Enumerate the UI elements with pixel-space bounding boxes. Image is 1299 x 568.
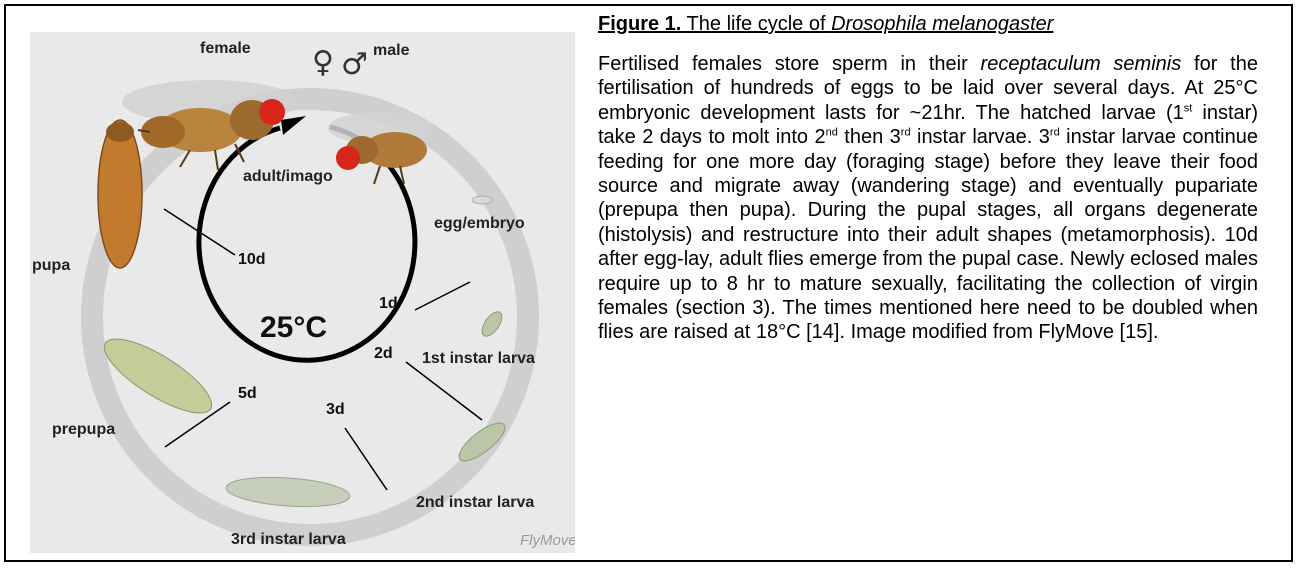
- first-instar-larva-image: [478, 309, 506, 340]
- label-second-instar: 2nd instar larva: [416, 494, 534, 511]
- sup-nd: nd: [826, 127, 838, 139]
- life-cycle-diagram: female male ♀ ♂ adult/imago egg/embryo 1…: [30, 32, 575, 553]
- pupa-image: [98, 120, 142, 268]
- label-egg: egg/embryo: [434, 215, 525, 232]
- caption-label: Figure 1.: [598, 13, 681, 35]
- caption-text-6: instar larvae continue feeding for one m…: [598, 126, 1258, 343]
- pupa-head: [106, 122, 134, 142]
- day-mark-1d: 1d: [379, 295, 398, 312]
- caption-text-4: then 3: [838, 126, 901, 148]
- male-symbol: ♂: [341, 47, 368, 82]
- label-adult: adult/imago: [243, 168, 333, 185]
- day-mark-5d: 5d: [238, 385, 257, 402]
- flymove-watermark: FlyMove: [520, 532, 575, 549]
- caption-title: Figure 1. The life cycle of Drosophila m…: [598, 12, 1258, 36]
- caption-text-1: Fertilised females store sperm in their: [598, 53, 981, 75]
- sup-rd-2: rd: [1050, 127, 1060, 139]
- label-pupa: pupa: [32, 257, 70, 274]
- caption-body: Fertilised females store sperm in their …: [598, 52, 1258, 345]
- caption-title-text: The life cycle of: [681, 13, 831, 35]
- spoke-2d: [406, 362, 482, 420]
- species-name: Drosophila melanogaster: [831, 13, 1053, 35]
- spoke-1d: [415, 282, 470, 310]
- cycle-arrowhead: [281, 116, 306, 135]
- day-mark-2d: 2d: [374, 345, 393, 362]
- day-mark-10d: 10d: [238, 251, 266, 268]
- label-third-instar: 3rd instar larva: [231, 531, 346, 548]
- spoke-3d: [345, 428, 387, 490]
- third-instar-larva-image: [225, 474, 351, 511]
- label-female: female: [200, 40, 251, 57]
- life-cycle-figure: female male ♀ ♂ adult/imago egg/embryo 1…: [30, 32, 575, 553]
- figure-caption: Figure 1. The life cycle of Drosophila m…: [598, 12, 1258, 345]
- label-prepupa: prepupa: [52, 421, 115, 438]
- label-male: male: [373, 42, 410, 59]
- female-symbol: ♀: [312, 45, 334, 80]
- label-first-instar: 1st instar larva: [422, 350, 535, 367]
- egg-image: [472, 196, 492, 204]
- day-mark-3d: 3d: [326, 401, 345, 418]
- center-temperature: 25°C: [260, 311, 327, 344]
- sup-rd-1: rd: [901, 127, 911, 139]
- caption-text-5: instar larvae. 3: [911, 126, 1050, 148]
- male-fly-image: [328, 112, 432, 184]
- receptaculum-term: receptaculum seminis: [981, 53, 1182, 75]
